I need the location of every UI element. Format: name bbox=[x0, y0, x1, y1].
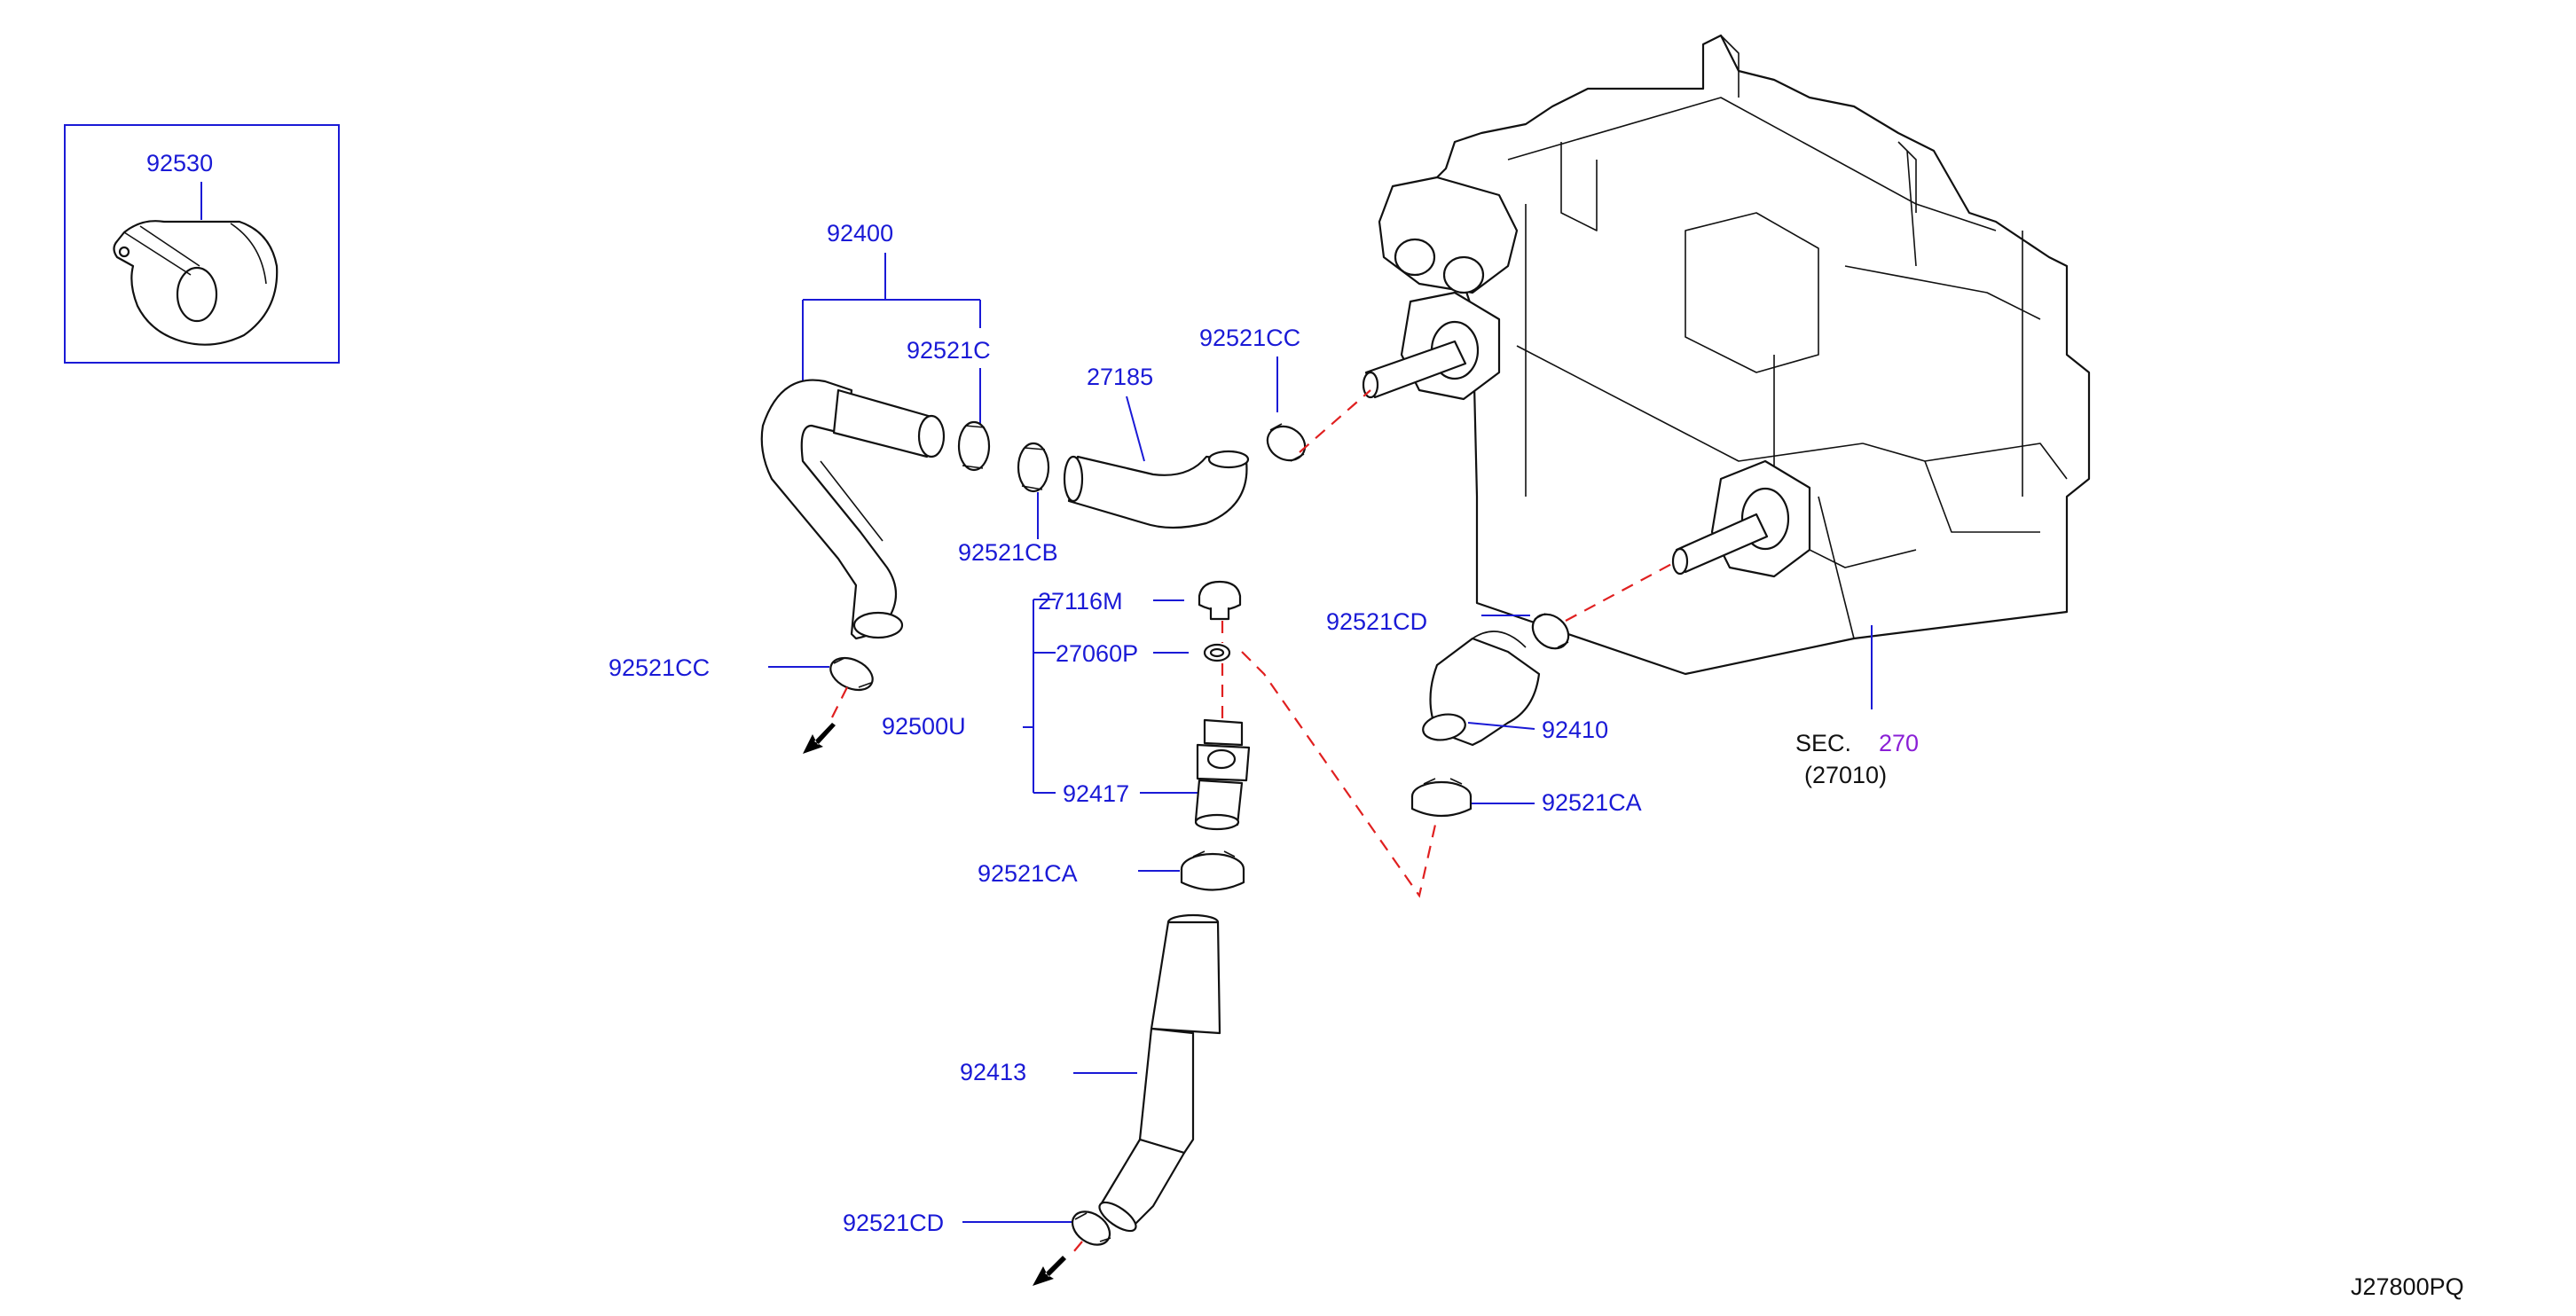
label-92521C[interactable]: 92521C bbox=[907, 337, 991, 364]
label-92521CC-left[interactable]: 92521CC bbox=[609, 654, 710, 681]
label-92417[interactable]: 92417 bbox=[1063, 780, 1129, 807]
part-92417-valve[interactable] bbox=[1194, 718, 1251, 831]
label-92521CA-left[interactable]: 92521CA bbox=[978, 860, 1078, 887]
section-number-link[interactable]: 270 bbox=[1879, 730, 1919, 756]
drawing-code: J27800PQ bbox=[2351, 1273, 2464, 1300]
label-92400[interactable]: 92400 bbox=[827, 220, 893, 247]
part-92521CD-bottom-clamp[interactable] bbox=[1066, 1205, 1116, 1252]
arrow-down-left-icon bbox=[803, 723, 836, 754]
part-92521CD-right-clamp[interactable] bbox=[1526, 607, 1575, 655]
part-92521CC-top-clamp[interactable] bbox=[1261, 419, 1311, 466]
part-92400-hose[interactable] bbox=[760, 379, 946, 640]
part-92521CA-left-clamp[interactable] bbox=[1180, 850, 1245, 891]
label-92530[interactable]: 92530 bbox=[146, 150, 213, 176]
part-92521CA-right-clamp[interactable] bbox=[1410, 778, 1473, 818]
label-92413[interactable]: 92413 bbox=[960, 1059, 1026, 1085]
label-27116M[interactable]: 27116M bbox=[1038, 588, 1123, 615]
label-92521CA-right[interactable]: 92521CA bbox=[1542, 789, 1642, 816]
part-27060P-oring[interactable] bbox=[1203, 643, 1231, 662]
part-92530-clamp[interactable] bbox=[113, 220, 279, 346]
part-27116M-cap[interactable] bbox=[1198, 580, 1242, 621]
label-92410[interactable]: 92410 bbox=[1542, 717, 1608, 743]
inset-92530: 92530 bbox=[64, 124, 340, 364]
part-92413-hose[interactable] bbox=[1096, 913, 1221, 1236]
label-92500U[interactable]: 92500U bbox=[882, 713, 966, 740]
part-92521CC-left-clamp[interactable] bbox=[826, 652, 878, 696]
part-27185-hose[interactable] bbox=[1063, 450, 1250, 529]
label-92521CB[interactable]: 92521CB bbox=[958, 539, 1058, 566]
arrow-down-left-icon bbox=[1033, 1256, 1066, 1286]
label-92521CC-top[interactable]: 92521CC bbox=[1199, 325, 1300, 351]
section-sub: (27010) bbox=[1804, 762, 1887, 788]
part-92521C-clamp[interactable] bbox=[957, 420, 991, 472]
section-prefix: SEC. bbox=[1795, 730, 1851, 756]
heater-unit-assembly[interactable] bbox=[1362, 34, 2091, 676]
dashed-connections bbox=[829, 389, 1677, 1258]
part-92521CB-clamp[interactable] bbox=[1017, 442, 1050, 493]
label-27060P[interactable]: 27060P bbox=[1056, 640, 1138, 667]
label-92521CD-bottom[interactable]: 92521CD bbox=[843, 1210, 944, 1236]
label-27185[interactable]: 27185 bbox=[1087, 364, 1153, 390]
part-92410-hose[interactable] bbox=[1421, 631, 1541, 747]
label-92521CD-right[interactable]: 92521CD bbox=[1326, 608, 1427, 635]
